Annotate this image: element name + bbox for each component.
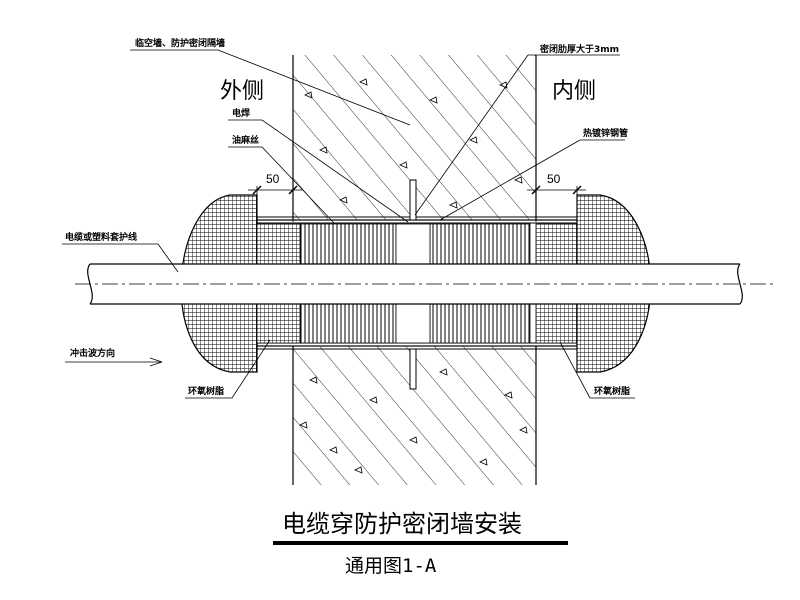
label-cable: 电缆或塑料套护线 [65, 231, 137, 243]
dimension-left [248, 185, 302, 222]
label-sealing-rib: 密闭肋厚大于3mm [539, 43, 619, 55]
label-oakum: 油麻丝 [232, 134, 259, 146]
label-shock-wave: 冲击波方向 [70, 347, 115, 359]
label-outer-side: 外侧 [220, 79, 264, 104]
oakum-packing [299, 223, 531, 344]
dimension-left-value: 50 [266, 172, 280, 186]
label-wall-type: 临空墙、防护密闭隔墙 [135, 37, 225, 49]
drawing-subtitle: 通用图1-A [345, 555, 437, 577]
label-epoxy-left: 环氧树脂 [188, 385, 224, 397]
dimension-right-value: 50 [547, 172, 561, 186]
cable [75, 263, 775, 305]
leader-lines [62, 49, 635, 399]
dimension-right [527, 185, 586, 222]
drawing-title: 电缆穿防护密闭墙安装 [282, 510, 522, 538]
label-epoxy-right: 环氧树脂 [594, 385, 630, 397]
label-weld: 电焊 [232, 107, 250, 119]
sealing-rib [409, 179, 417, 390]
label-galvanized-pipe: 热镀锌钢管 [583, 127, 628, 139]
shock-wave-arrow [65, 357, 163, 367]
label-inner-side: 内侧 [552, 79, 596, 104]
